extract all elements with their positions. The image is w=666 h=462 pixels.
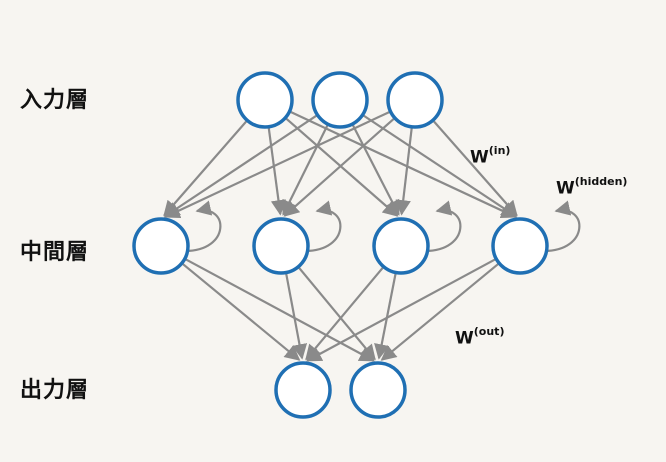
edge-hidden-2-to-output-1 [284,272,308,360]
edge-input-3-to-hidden-3 [395,126,413,216]
edge-hidden-3-to-output-2 [374,272,397,360]
output-node-1 [274,361,332,419]
output-node-2 [349,361,407,419]
weight-hidden-sup: (hidden) [574,175,628,188]
edge-input-3-to-hidden-4 [432,119,518,217]
output-layer-label: 出力層 [20,378,90,403]
edge-input-1-to-hidden-2 [267,126,287,216]
recurrent-loop-hidden-3 [424,200,462,253]
weight-in-label: W(in) [470,144,511,168]
hidden-node-3 [372,217,430,275]
recurrent-loops [184,200,581,253]
connections [163,110,518,362]
edge-input-1-to-hidden-1 [163,119,249,217]
input-layer-label: 入力層 [20,88,90,113]
input-node-3 [386,71,444,129]
edge-hidden-1-to-output-2 [184,257,375,362]
hidden-layer-label: 中間層 [20,240,90,265]
input-node-1 [236,71,294,129]
hidden-node-4 [491,217,549,275]
edge-hidden-4-to-output-2 [380,262,500,361]
recurrent-loop-hidden-2 [304,200,342,253]
weight-in-base: W [470,147,489,168]
recurrent-loop-hidden-1 [184,200,222,253]
edge-hidden-1-to-output-1 [181,262,301,361]
edge-input-1-to-hidden-4 [289,110,517,219]
edge-input-2-to-hidden-2 [282,123,329,216]
edge-input-3-to-hidden-2 [283,117,396,217]
weight-hidden-label: W(hidden) [556,175,628,199]
edge-input-2-to-hidden-3 [351,123,400,216]
edge-hidden-4-to-output-1 [306,257,497,362]
edge-input-2-to-hidden-4 [361,113,518,218]
edge-hidden-3-to-output-1 [305,265,385,361]
hidden-node-1 [132,217,190,275]
edge-hidden-2-to-output-2 [297,266,376,361]
input-node-2 [311,71,369,129]
hidden-node-2 [252,217,310,275]
neurons [132,71,549,419]
weight-hidden-base: W [556,178,575,199]
weight-out-base: W [455,328,474,349]
weight-out-sup: (out) [473,325,505,338]
weight-out-label: W(out) [455,325,505,349]
weight-in-sup: (in) [488,144,511,157]
edge-input-2-to-hidden-1 [163,114,319,218]
edge-input-3-to-hidden-1 [164,110,392,218]
recurrent-loop-hidden-4 [543,200,581,253]
